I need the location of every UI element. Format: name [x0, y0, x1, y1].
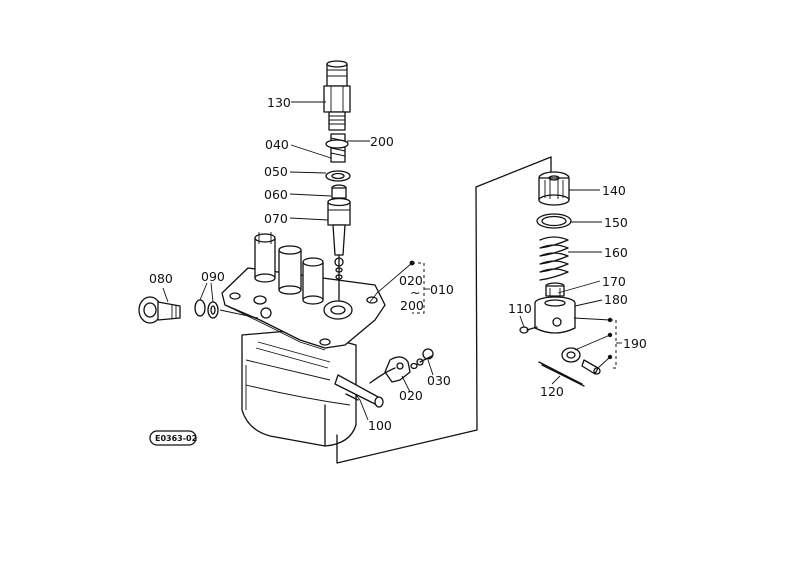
- banjo-fitting-080: [138, 296, 181, 324]
- label-140: 140: [602, 183, 626, 198]
- label-050: 050: [264, 164, 288, 179]
- figure-code-badge: E0363-02: [149, 430, 197, 446]
- tappet-140: [538, 171, 570, 206]
- group-bracket-010: [369, 260, 430, 314]
- label-190: 190: [623, 336, 647, 351]
- label-070: 070: [264, 211, 288, 226]
- control-rod-100: [334, 374, 384, 408]
- pin-110: [519, 326, 538, 334]
- roller-190: [561, 347, 601, 375]
- label-010: 010: [430, 282, 454, 297]
- label-160: 160: [604, 245, 628, 260]
- bracket-020: [369, 356, 411, 384]
- label-180: 180: [604, 292, 628, 307]
- label-120: 120: [540, 384, 564, 399]
- pin-120: [538, 361, 585, 387]
- spring-040-200: [325, 133, 349, 163]
- label-090: 090: [201, 269, 225, 284]
- assembly-bracket: [336, 156, 552, 464]
- label-030: 030: [427, 373, 451, 388]
- label-170: 170: [602, 274, 626, 289]
- gasket-050: [325, 170, 351, 182]
- label-130: 130: [267, 95, 291, 110]
- label-020-top: 020: [399, 273, 423, 288]
- leader-lines: [162, 101, 603, 421]
- plunger-170: [545, 282, 565, 297]
- bolt-030: [410, 348, 434, 370]
- delivery-valve-holders: [254, 232, 324, 305]
- valve-seat-070: [327, 197, 351, 301]
- label-100: 100: [368, 418, 392, 433]
- label-150: 150: [604, 215, 628, 230]
- label-200-top: 200: [370, 134, 394, 149]
- pump-housing: [241, 329, 357, 447]
- shim-150: [536, 213, 572, 229]
- label-110: 110: [508, 301, 532, 316]
- valve-060: [331, 184, 347, 199]
- delivery-valve-holder-130: [323, 60, 351, 131]
- roller-guide-180: [534, 296, 576, 334]
- washers-090: [194, 299, 272, 319]
- label-range-tilde: ~: [410, 285, 420, 300]
- group-bracket-190: [573, 317, 622, 369]
- figure-code: E0363-02: [155, 434, 197, 443]
- label-200-mid: 200: [400, 298, 424, 313]
- label-080: 080: [149, 271, 173, 286]
- label-020-bottom: 020: [399, 388, 423, 403]
- pump-flange: [221, 267, 386, 351]
- spring-160: [539, 236, 569, 281]
- label-040: 040: [265, 137, 289, 152]
- label-060: 060: [264, 187, 288, 202]
